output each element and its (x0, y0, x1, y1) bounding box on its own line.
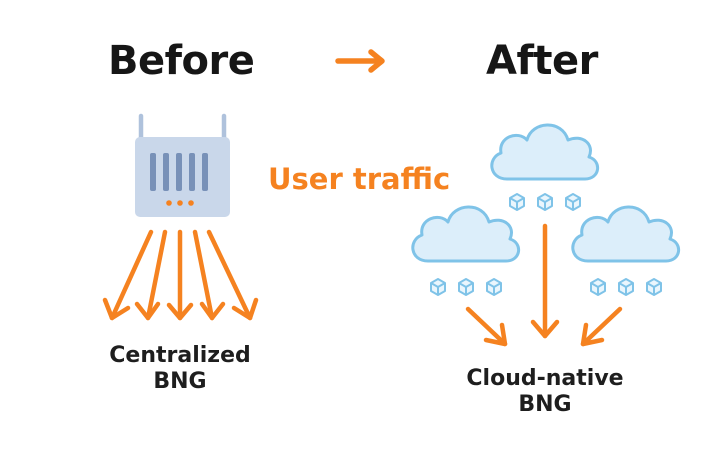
arrow-icon (465, 306, 508, 347)
centralized-bng-label: Centralized BNG (80, 343, 280, 395)
cloud-native-bng-label-line1: Cloud-native (466, 366, 624, 391)
cloud-native-bng-label-line2: BNG (518, 391, 572, 417)
right-arrow-icon (335, 49, 385, 73)
cube-icon (430, 278, 446, 296)
cube-icon (537, 193, 553, 211)
after-heading: After (486, 38, 598, 84)
cube-icon (509, 193, 525, 211)
cube-icon (618, 278, 634, 296)
cube-icon (646, 278, 662, 296)
cloud-native-traffic-arrows (465, 223, 623, 347)
arrow-icon (192, 229, 226, 321)
cloud-icon (490, 123, 600, 181)
arrow-icon (166, 229, 194, 321)
user-traffic-label: User traffic (268, 162, 451, 196)
cube-group-left (430, 278, 502, 296)
arrow-icon (134, 229, 168, 321)
cloud-native-bng-label: Cloud-native BNG (435, 366, 655, 418)
arrow-icon (102, 229, 154, 321)
centralized-traffic-arrows (102, 229, 259, 321)
cube-group-top (509, 193, 581, 211)
arrow-icon (206, 229, 259, 321)
arrow-icon (530, 223, 560, 339)
centralized-bng-label-line2: BNG (153, 368, 207, 394)
cube-icon (565, 193, 581, 211)
cloud-icon (571, 205, 681, 263)
cube-group-right (590, 278, 662, 296)
cube-icon (486, 278, 502, 296)
cube-icon (590, 278, 606, 296)
router-icon (135, 113, 230, 217)
cloud-icon (411, 205, 521, 263)
arrow-icon (580, 306, 623, 347)
cube-icon (458, 278, 474, 296)
before-heading: Before (108, 38, 255, 84)
centralized-bng-label-line1: Centralized (109, 343, 251, 368)
